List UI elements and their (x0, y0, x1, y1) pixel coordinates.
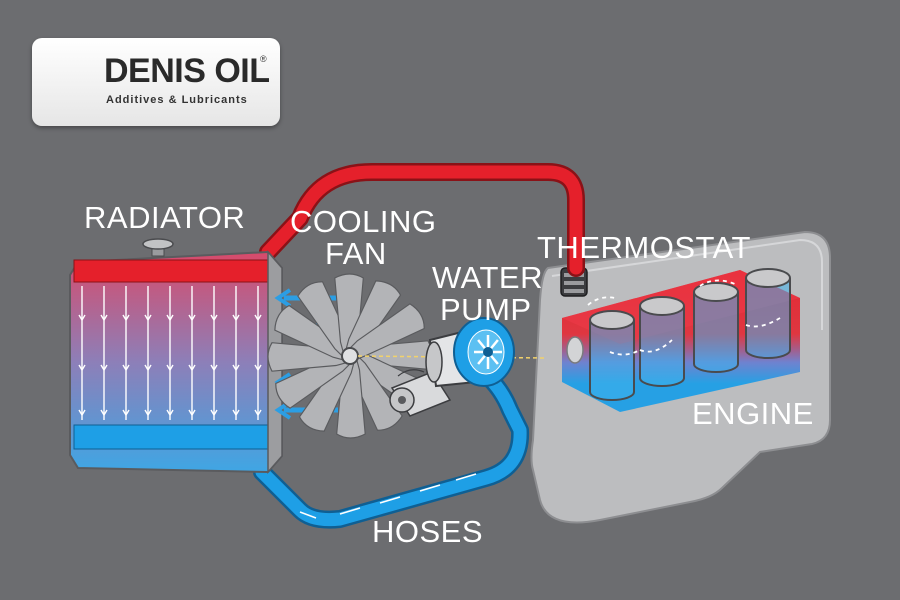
flow-arrow-icon (232, 314, 240, 322)
flow-arrow-icon (254, 314, 262, 322)
pump-impeller-icon (467, 329, 505, 375)
flow-arrow-icon (254, 409, 262, 417)
flow-arrow-icon (188, 409, 196, 417)
flow-arrow-icon (122, 314, 130, 322)
flow-arrow-icon (78, 364, 86, 372)
flow-arrow-icon (78, 314, 86, 322)
flow-arrow-icon (100, 364, 108, 372)
water-pump (425, 317, 515, 388)
fan-blades-icon (267, 273, 433, 439)
flow-arrow-icon (144, 364, 152, 372)
flow-arrow-icon (100, 314, 108, 322)
water-pump-label-line1: WATER (432, 260, 543, 295)
brand-tagline: Additives & Lubricants (106, 94, 248, 106)
radiator-cap-icon (142, 238, 174, 257)
flow-arrow-icon (210, 314, 218, 322)
radiator-tubes (78, 286, 262, 420)
flow-arrow-icon (166, 409, 174, 417)
hose-flow-arrows (299, 473, 477, 519)
airflow-arrow-head (274, 288, 292, 308)
flow-arrow-icon (210, 364, 218, 372)
radiator (69, 238, 283, 474)
belt-pulley (389, 369, 452, 417)
flow-arrow-icon (100, 409, 108, 417)
cooling-fan-label-line1: COOLING (290, 204, 437, 239)
thermostat-label: THERMOSTAT (537, 230, 751, 265)
flow-arrow-icon (232, 409, 240, 417)
flow-arrow-icon (188, 314, 196, 322)
flow-arrow-icon (122, 409, 130, 417)
flow-arrow-icon (166, 314, 174, 322)
flow-arrow-icon (232, 364, 240, 372)
flow-arrow-icon (188, 364, 196, 372)
engine-cylinders (589, 268, 791, 401)
radiator-label: RADIATOR (84, 200, 246, 235)
flow-arrow-icon (122, 364, 130, 372)
flow-arrow-icon (144, 409, 152, 417)
flow-arrow-icon (144, 314, 152, 322)
flow-arrow-icon (210, 409, 218, 417)
water-pump-label-line2: PUMP (440, 292, 532, 327)
fan-blade (346, 303, 425, 362)
engine-label: ENGINE (692, 396, 814, 431)
registered-mark: ® (260, 54, 267, 64)
engine-flow-arrows (587, 279, 781, 356)
brand-name: DENIS OIL (104, 52, 270, 90)
cooling-fan-label-line2: FAN (325, 236, 387, 271)
logo-badge: DENIS OIL ® Additives & Lubricants (32, 38, 280, 126)
hoses-label: HOSES (372, 514, 484, 549)
flow-arrow-icon (254, 364, 262, 372)
flow-arrow-icon (78, 409, 86, 417)
flow-arrow-icon (166, 364, 174, 372)
